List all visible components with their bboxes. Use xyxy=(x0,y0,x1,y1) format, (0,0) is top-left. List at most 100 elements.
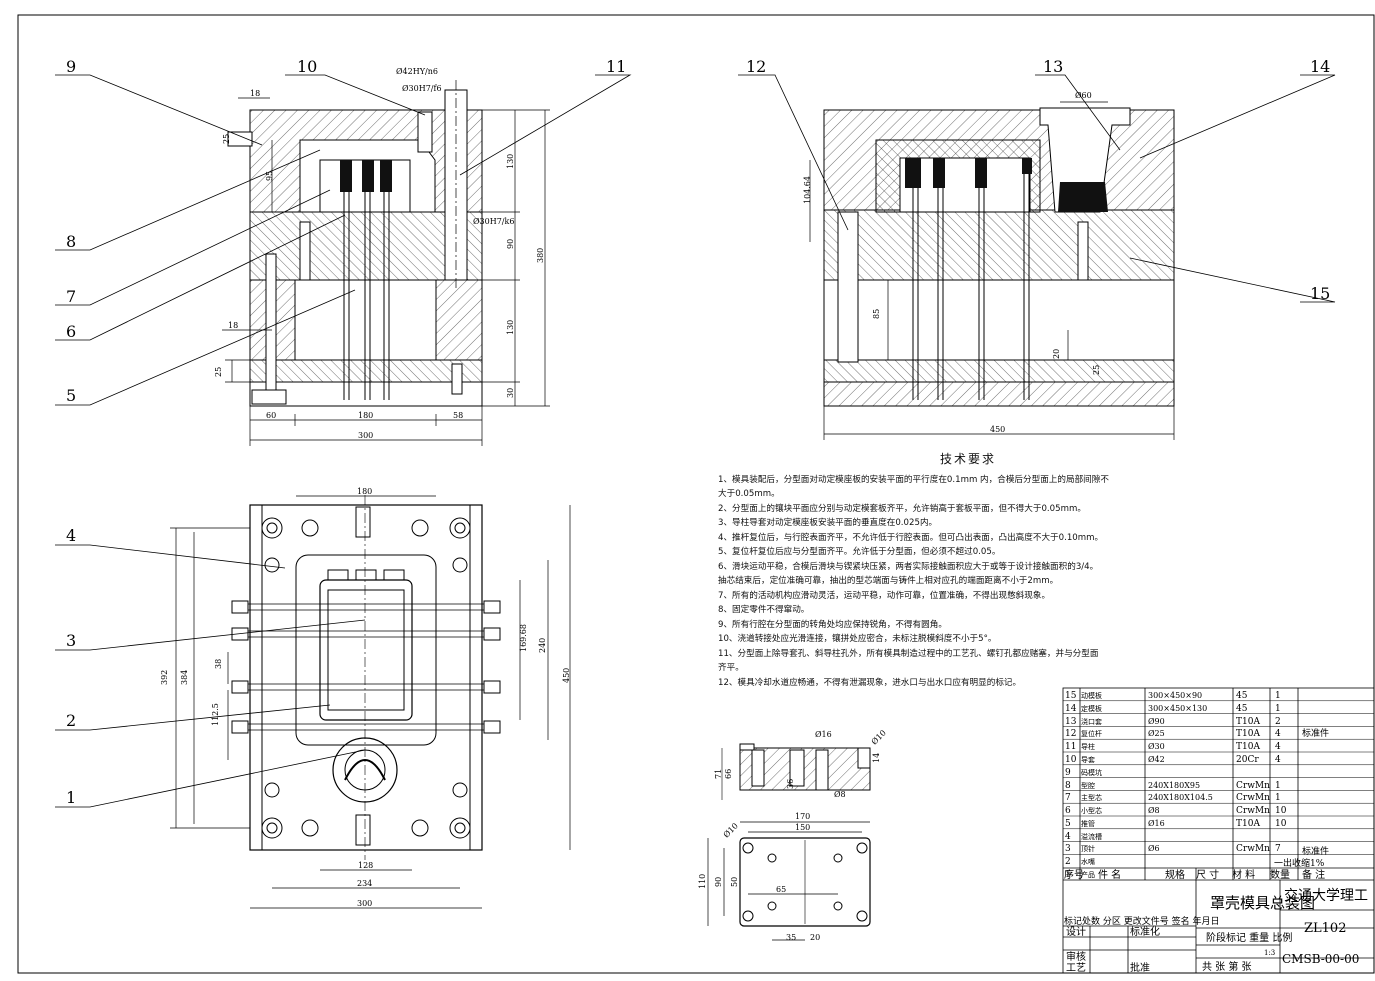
bom-header: 序号 件 名 规格 尺 寸 材 料 数量 备 注 xyxy=(1064,868,1325,881)
dim-p112: 112.5 xyxy=(211,703,220,726)
bom-header-no: 序号 xyxy=(1064,868,1084,881)
tech-line: 1、模具装配后，分型面对动定模座板的安装平面的平行度在0.1mm 内，合模后分型… xyxy=(718,474,1109,485)
leader-label-5: 5 xyxy=(66,386,76,405)
bom-header-size: 尺 寸 xyxy=(1196,868,1219,881)
bom-mat: CrwMn xyxy=(1236,793,1270,803)
bom-no: 4 xyxy=(1065,832,1071,842)
tech-line: 10、浇道转接处应光滑连接，镶拼处应密合，未标注脱模斜度不小于5°。 xyxy=(718,634,997,644)
tech-line: 9、所有行腔在分型面的转角处均应保持锐角，不得有圆角。 xyxy=(718,619,947,630)
leader-label-11: 11 xyxy=(606,57,626,76)
bom-spec: 240X180X104.5 xyxy=(1148,793,1213,802)
bom-name: 产品 xyxy=(1081,870,1095,879)
dim-p234: 234 xyxy=(357,879,372,888)
bom-spec: Ø42 xyxy=(1148,755,1165,764)
bom-qty: 4 xyxy=(1275,755,1281,765)
dim-s104: 104.64 xyxy=(803,176,812,204)
bom-spec: Ø30 xyxy=(1148,742,1165,751)
dim-b60: 60 xyxy=(266,411,276,420)
dim-s85: 85 xyxy=(872,309,881,319)
dim-d016: Ø16 xyxy=(815,730,832,739)
tech-line: 6、滑块运动平稳，合模后滑块与锲紧块压紧，两者实际接触面积应大于或等于设计接触面… xyxy=(718,561,1099,572)
bom-name: 导柱 xyxy=(1081,742,1095,751)
bom-name: 码模坑 xyxy=(1081,768,1102,777)
leader-label-9: 9 xyxy=(66,57,76,76)
leader-lines xyxy=(55,74,1336,808)
bom-no: 3 xyxy=(1065,844,1071,854)
tech-line: 8、固定零件不得窜动。 xyxy=(718,605,810,615)
leader-label-13: 13 xyxy=(1043,57,1063,76)
bom-no: 11 xyxy=(1065,742,1076,752)
drawing-scale: 1:3 xyxy=(1264,949,1275,957)
bom-mat: T10A xyxy=(1236,717,1260,727)
bom-qty: 1 xyxy=(1275,781,1281,791)
bom-spec: Ø16 xyxy=(1148,819,1165,828)
bom-mat: 45 xyxy=(1236,704,1248,714)
bom-no: 1 xyxy=(1065,870,1071,880)
dim-d010: Ø10 xyxy=(870,728,888,746)
stage-label: 阶段标记 重量 比例 xyxy=(1206,931,1292,944)
bom-mat: CrwMn xyxy=(1236,844,1270,854)
bom-name: 导套 xyxy=(1081,755,1095,764)
detail-plan xyxy=(707,821,871,941)
dim-p169: 169.68 xyxy=(519,624,528,652)
bom-no: 15 xyxy=(1065,691,1077,701)
dim-d90: 90 xyxy=(714,877,723,887)
dim-p384: 384 xyxy=(180,670,189,685)
dim-s060: Ø60 xyxy=(1075,91,1092,100)
leader-label-10: 10 xyxy=(297,57,317,76)
dim-d150: 150 xyxy=(795,823,810,832)
bom-qty: 2 xyxy=(1275,717,1281,727)
standard-label: 标准化 xyxy=(1130,925,1160,938)
leader-label-4: 4 xyxy=(66,526,76,545)
bom-header-name: 件 名 xyxy=(1098,868,1121,881)
leader-label-15: 15 xyxy=(1310,284,1330,303)
bom-qty: 7 xyxy=(1275,844,1281,854)
bom-header-note: 备 注 xyxy=(1302,868,1325,881)
dim-front-18: 18 xyxy=(250,89,260,98)
front-section-view xyxy=(227,80,483,407)
dim-p450: 450 xyxy=(562,668,571,683)
process-label: 工艺 xyxy=(1066,962,1086,974)
dim-d010b: Ø10 xyxy=(722,821,740,839)
drawing-frame xyxy=(17,14,1375,974)
dim-v380: 380 xyxy=(536,248,545,263)
tech-line: 12、模具冷却水道应畅通，不得有泄漏现象，进水口与出水口应有明显的标记。 xyxy=(718,677,1022,688)
dim-fit-030k6: Ø30H7/k6 xyxy=(473,217,514,226)
dim-p300: 300 xyxy=(357,899,372,908)
dim-b58: 58 xyxy=(453,411,463,420)
dim-p180: 180 xyxy=(357,487,372,496)
drawing-name: 罩壳模具总装图 xyxy=(1210,894,1315,912)
bom-note: 标准件 xyxy=(1302,845,1329,857)
dim-s25: 25 xyxy=(1092,365,1101,375)
bom-mat: T10A xyxy=(1236,742,1260,752)
dim-p392: 392 xyxy=(160,670,169,685)
bom-header-mat: 材 料 xyxy=(1232,868,1255,881)
bom-name: 溢流槽 xyxy=(1081,832,1102,841)
design-label: 设计 xyxy=(1066,925,1086,938)
drawing-code: CMSB-00-00 xyxy=(1282,952,1359,966)
plan-view xyxy=(231,495,501,860)
dim-d170: 170 xyxy=(795,812,810,821)
bom-spec: 300×450×90 xyxy=(1148,691,1202,700)
bom-qty: 1 xyxy=(1275,691,1281,701)
dim-d71: 71 xyxy=(714,769,723,779)
bom-note: 一出收缩1% xyxy=(1274,857,1325,869)
dim-d35: 35 xyxy=(786,933,796,942)
dim-b180: 180 xyxy=(358,411,373,420)
bom-qty: 1 xyxy=(1275,793,1281,803)
tech-line: 11、分型面上除导套孔、斜导柱孔外，所有模具制造过程中的工艺孔、螺钉孔都应赌塞，… xyxy=(718,648,1099,659)
dim-d08: Ø8 xyxy=(834,790,846,799)
leader-label-2: 2 xyxy=(66,711,76,730)
dim-s20: 20 xyxy=(1052,349,1061,359)
bom-qty: 1 xyxy=(1275,704,1281,714)
title-block: 罩壳模具总装图 交通大学理工 ZL102 CMSB-00-00 1:3 标记处数… xyxy=(1064,887,1368,974)
dim-h18: 18 xyxy=(228,321,238,330)
bom-name: 动模板 xyxy=(1081,691,1102,700)
bom-name: 水嘴 xyxy=(1081,857,1095,866)
bom-spec: Ø8 xyxy=(1148,806,1160,815)
bom-mat: 20Cr xyxy=(1236,755,1259,765)
bom-spec: Ø6 xyxy=(1148,844,1160,853)
dim-d50: 50 xyxy=(730,877,739,887)
leader-label-3: 3 xyxy=(66,631,76,650)
